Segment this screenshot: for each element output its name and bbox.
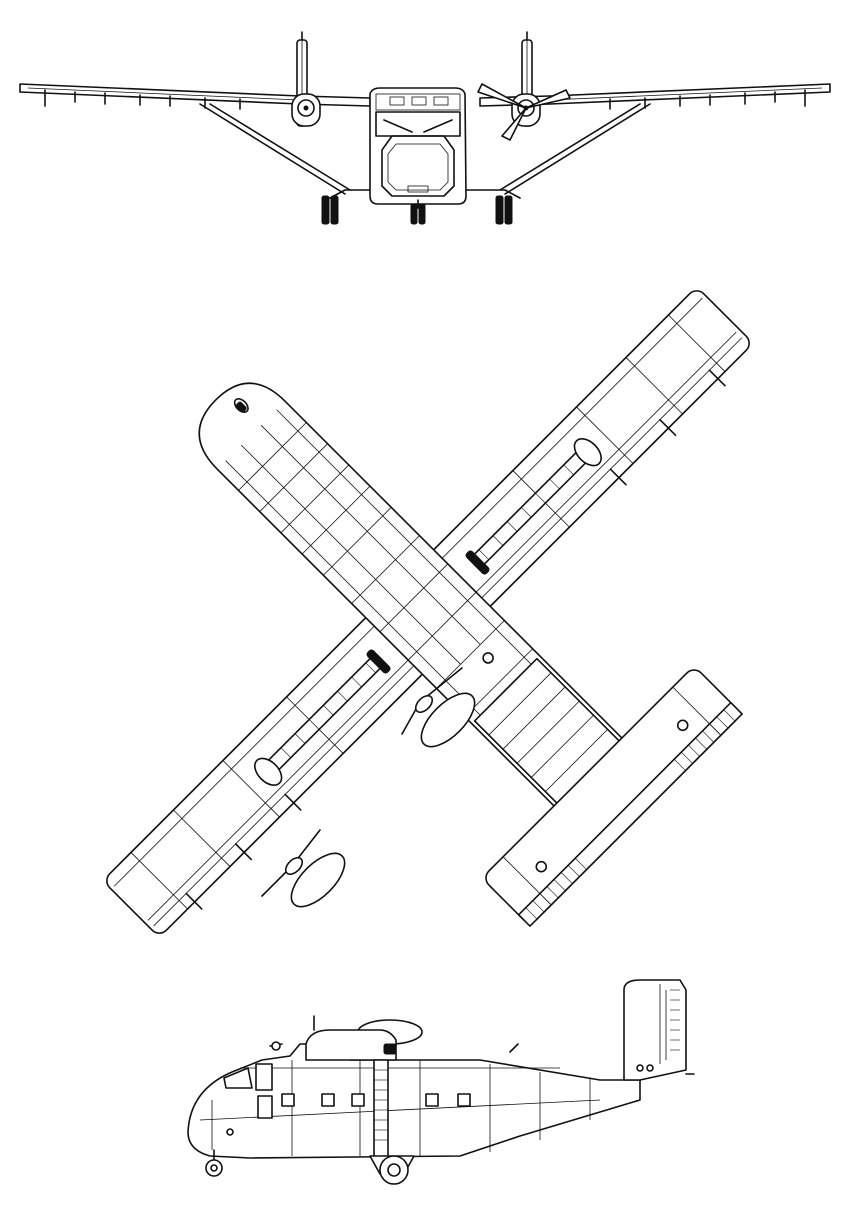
side-wing-engine [269, 1015, 423, 1061]
side-strut [373, 1059, 389, 1161]
plan-engine-right [401, 667, 476, 748]
side-view [0, 960, 850, 1210]
front-right-wing [479, 83, 831, 195]
plan-tailplane [485, 669, 743, 927]
front-fuselage [369, 87, 467, 205]
side-tail-fin [623, 979, 695, 1081]
side-nose-gear [205, 1149, 223, 1177]
front-view-drawing [19, 31, 831, 225]
side-view-drawing [187, 979, 695, 1185]
side-antenna [509, 1043, 519, 1053]
plan-engine-left [261, 829, 346, 908]
front-view [0, 0, 850, 240]
front-nose-gear [410, 199, 426, 225]
side-main-gear [369, 1155, 415, 1185]
front-main-gear-right [465, 189, 521, 225]
side-fuselage [187, 1043, 641, 1159]
front-left-engine [291, 93, 321, 127]
front-right-engine [477, 83, 571, 141]
plan-view [0, 240, 850, 960]
plan-view-drawing [106, 290, 750, 934]
front-main-gear-left [321, 189, 371, 225]
